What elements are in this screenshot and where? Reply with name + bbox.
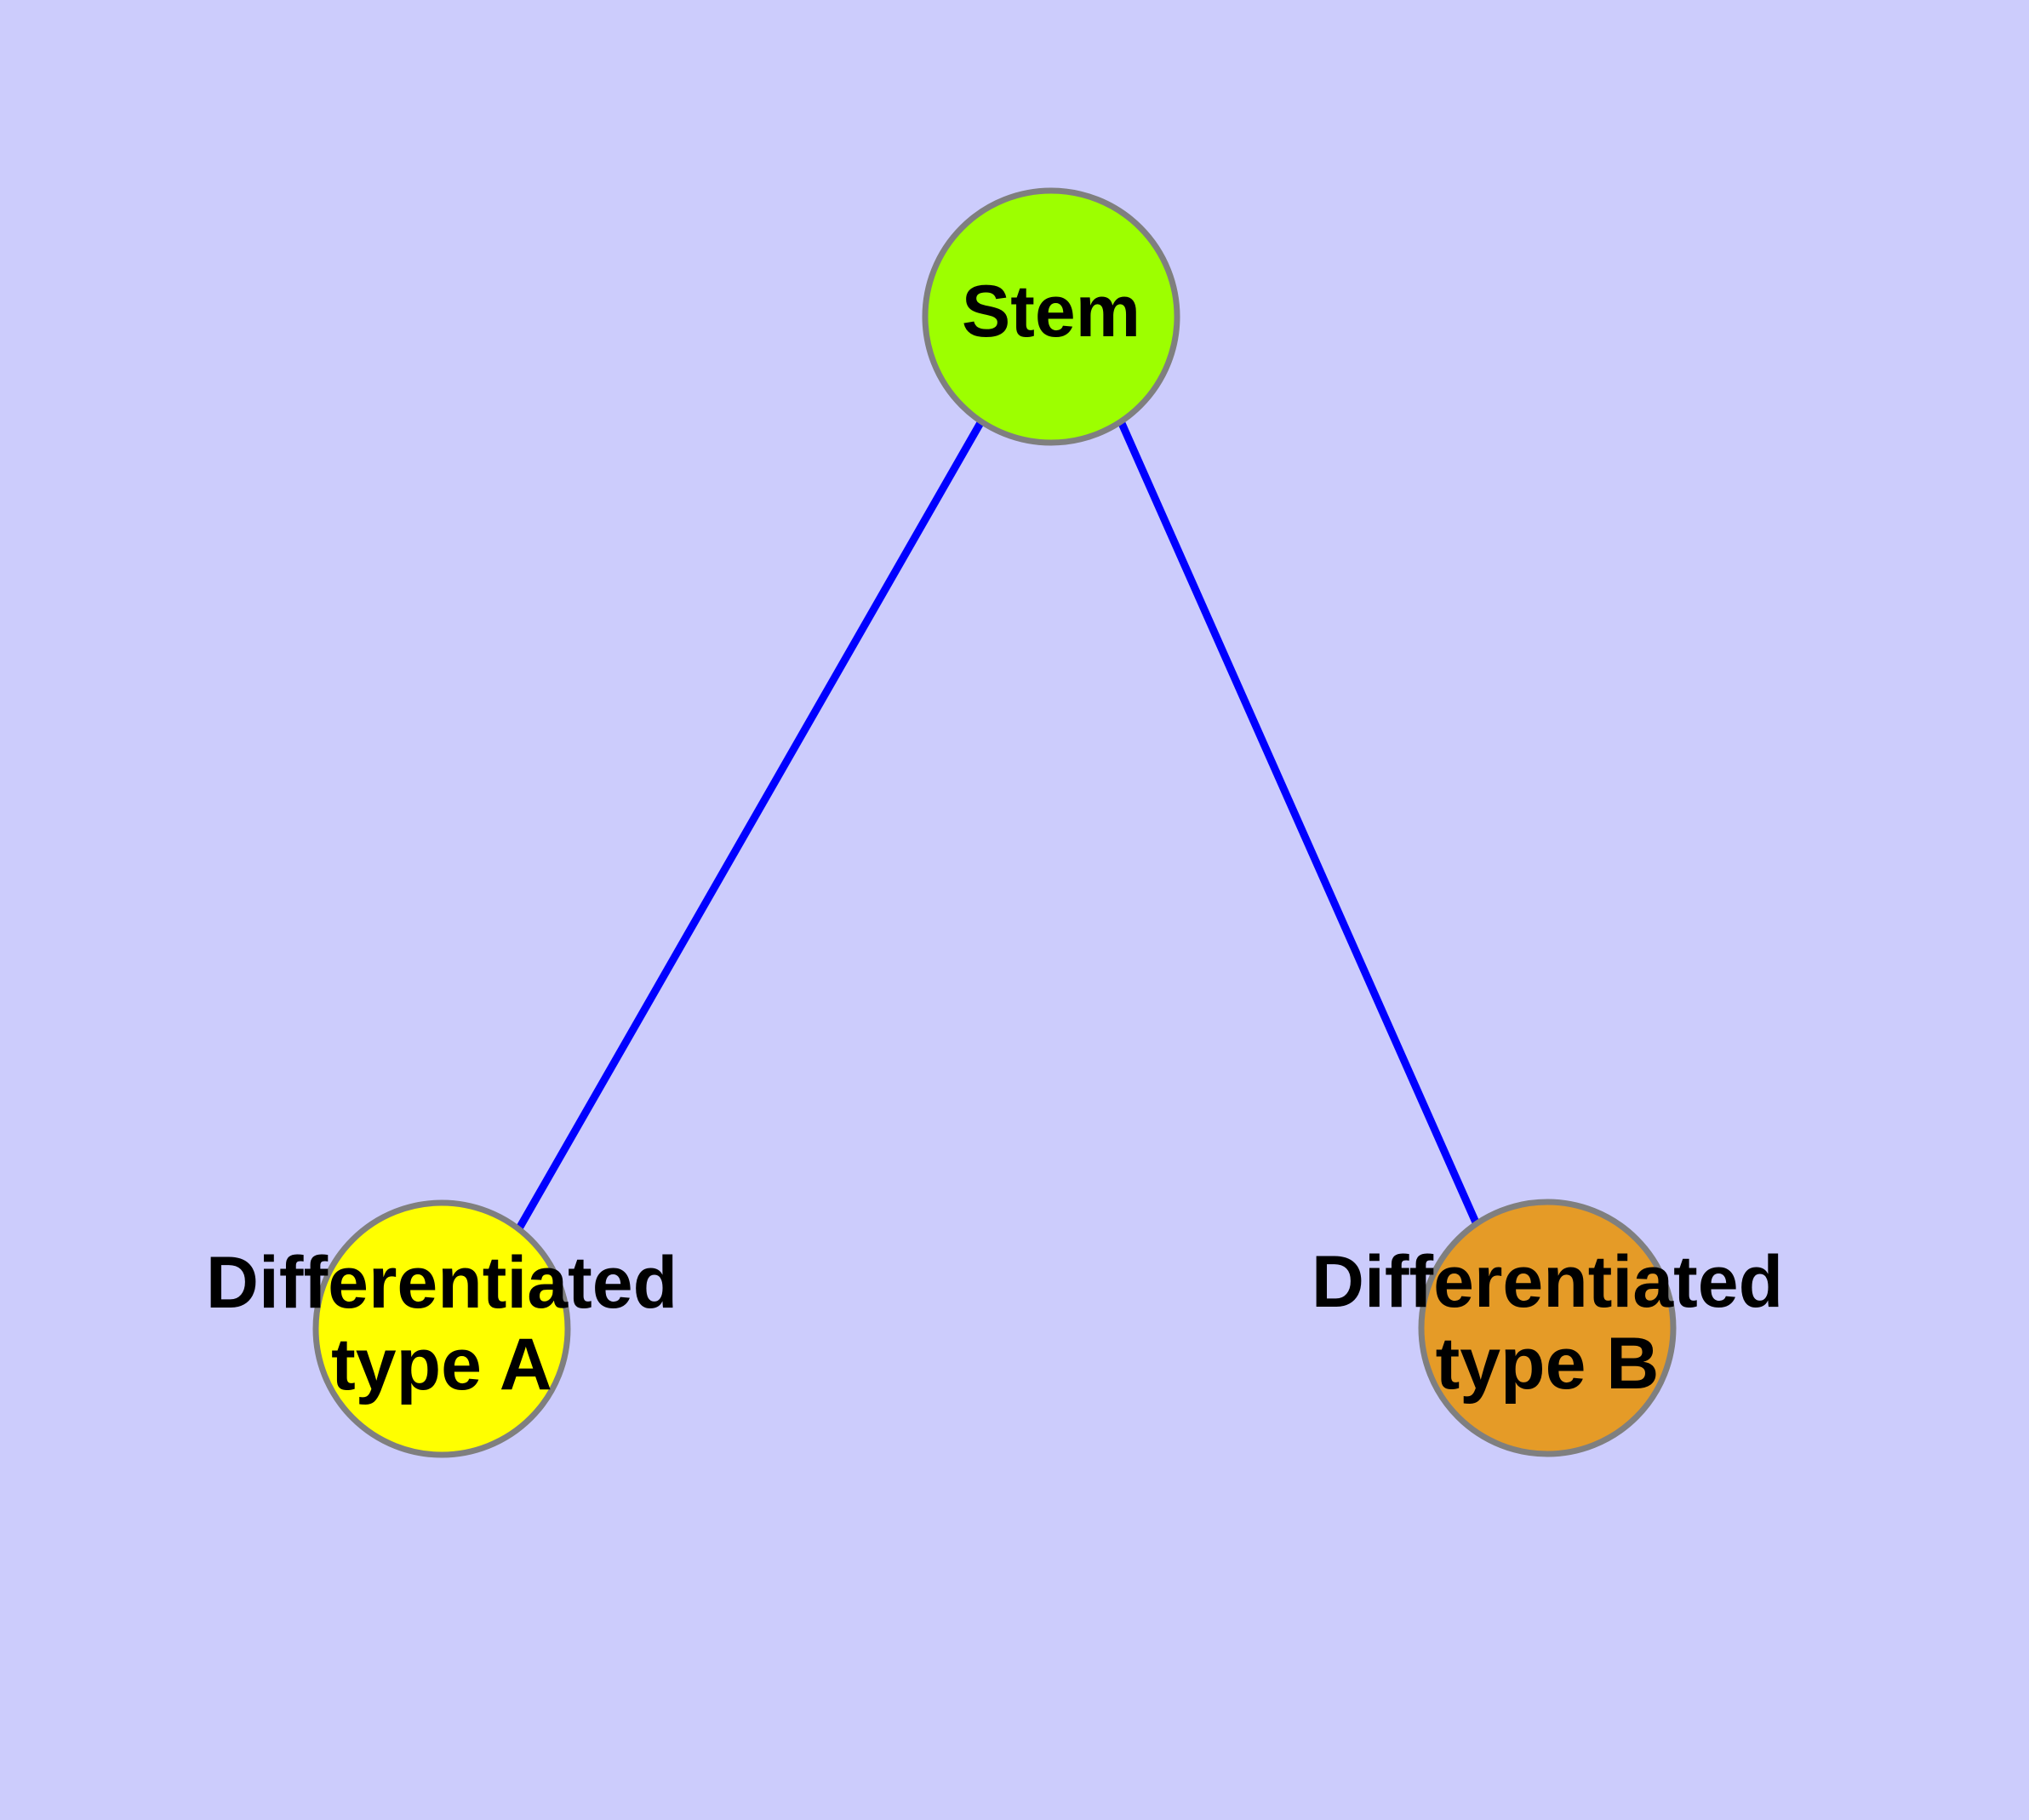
edge-layer <box>512 419 1483 1237</box>
graph-node-stem[interactable]: Stem <box>922 187 1180 446</box>
graph-edge-stem-to-diff-b[interactable] <box>1117 420 1483 1232</box>
node-label-line: type A <box>331 1324 552 1405</box>
node-label-line: Differentiated <box>206 1242 677 1324</box>
graph-edge-stem-to-diff-a[interactable] <box>512 419 985 1237</box>
node-label-stem: Stem <box>962 271 1140 352</box>
node-label-line: Stem <box>962 271 1140 352</box>
node-circle-diff-b[interactable] <box>1418 1199 1677 1457</box>
node-label-line: type B <box>1436 1323 1660 1405</box>
node-label-line: Differentiated <box>1312 1241 1783 1323</box>
node-circle-stem[interactable] <box>922 187 1180 446</box>
node-circle-diff-a[interactable] <box>312 1199 571 1458</box>
